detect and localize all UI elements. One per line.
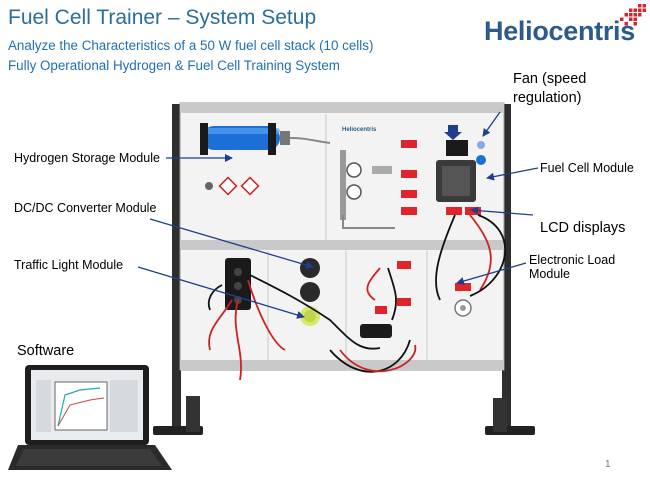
label-fuel-cell: Fuel Cell Module <box>540 161 634 175</box>
slide-subtitle-1: Analyze the Characteristics of a 50 W fu… <box>8 38 374 53</box>
dcdc-knobs <box>300 258 320 326</box>
slide-subtitle-2: Fully Operational Hydrogen & Fuel Cell T… <box>8 58 340 73</box>
fuel-cell-stack <box>436 125 486 202</box>
page-number: 1 <box>605 459 611 470</box>
label-hydrogen-storage: Hydrogen Storage Module <box>14 151 160 165</box>
pressure-gauges <box>340 150 395 229</box>
heliocentris-logo-text: Heliocentris <box>484 16 635 46</box>
label-lcd-displays: LCD displays <box>540 220 626 236</box>
logo-dots-icon <box>620 4 646 26</box>
traffic-light-unit <box>225 258 251 310</box>
annotation-arrows <box>137 111 539 319</box>
label-traffic-light: Traffic Light Module <box>14 258 124 272</box>
label-electronic-load: Electronic Load Module <box>529 253 616 281</box>
laptop <box>8 365 172 470</box>
label-software: Software <box>17 343 75 359</box>
electronic-load-knob <box>454 299 472 317</box>
connector-block <box>360 324 392 338</box>
slide-title: Fuel Cell Trainer – System Setup <box>8 6 317 29</box>
panel-brand-text: Heliocentris <box>342 127 377 133</box>
hydrogen-cylinder <box>200 123 331 155</box>
warning-symbols <box>205 176 260 196</box>
wires <box>207 214 506 381</box>
label-dcdc: DC/DC Converter Module <box>14 201 157 215</box>
label-fan: Fan (speed regulation) <box>513 71 587 106</box>
